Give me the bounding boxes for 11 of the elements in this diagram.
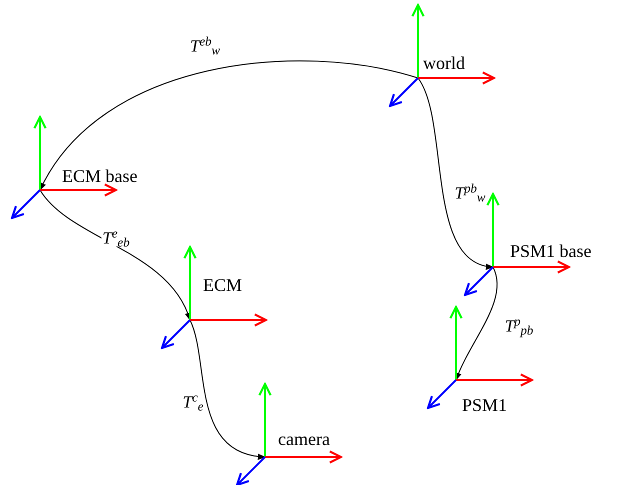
frame-label: ECM (203, 274, 242, 296)
frame-label: world (423, 52, 465, 74)
frame-label: PSM1 (462, 394, 508, 416)
frame-label: ECM base (62, 165, 138, 188)
curved-arrow (40, 190, 190, 321)
curved-arrow (190, 320, 266, 460)
curved-arrow (418, 78, 494, 269)
curved-arrow (456, 266, 498, 381)
curved-arrow (40, 60, 418, 191)
frame-label: PSM1 base (510, 240, 592, 262)
frame-label: camera (278, 428, 330, 450)
